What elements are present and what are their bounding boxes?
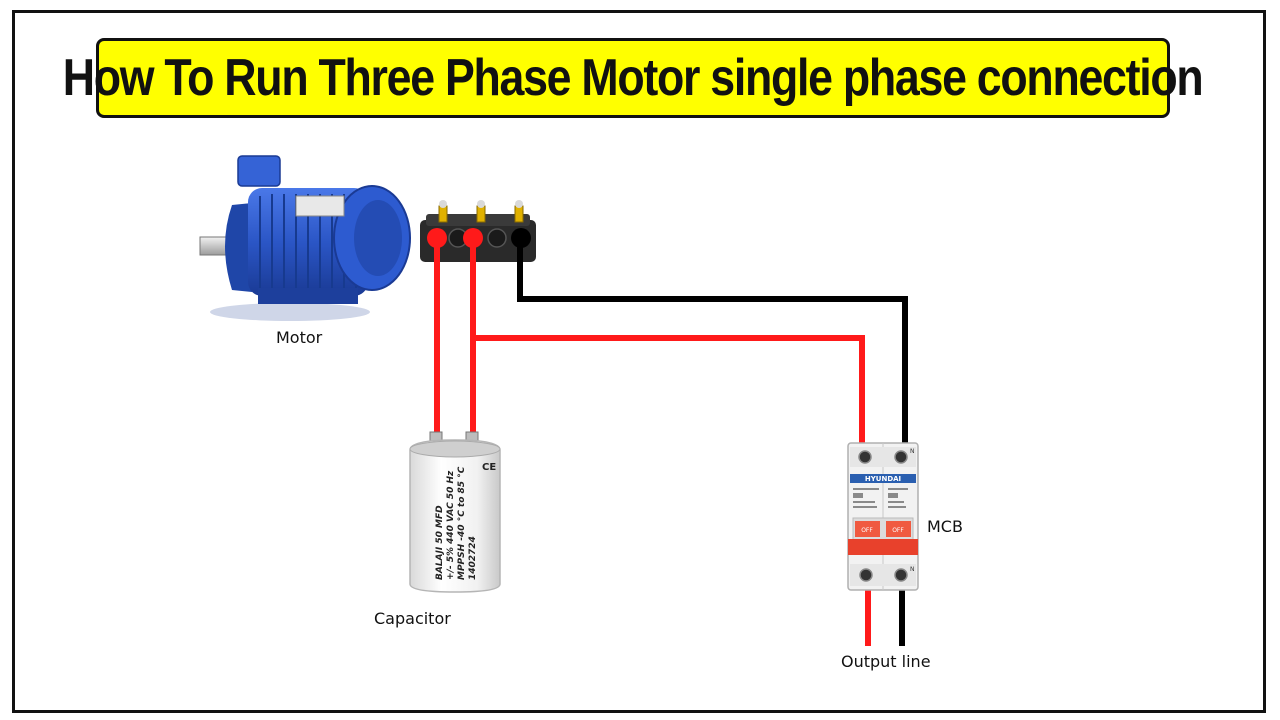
diagram-frame — [12, 10, 1266, 713]
capacitor-body — [409, 439, 501, 593]
mcb-label: MCB — [927, 517, 963, 536]
mcb-screw-bottom-left — [859, 568, 873, 582]
capacitor-ce-mark: CE — [482, 462, 496, 473]
mcb-screw-top-left — [858, 450, 872, 464]
terminal-dot-left — [427, 228, 447, 248]
motor-nameplate — [295, 195, 345, 217]
mcb-off-left: OFF — [861, 527, 873, 534]
mcb-brand: HYUNDAI — [865, 475, 901, 483]
capacitor-print-line-4: 1402724 — [468, 536, 478, 580]
wires — [434, 238, 908, 646]
motor-terminal-box — [237, 155, 281, 187]
motor-fan-cap — [354, 200, 402, 276]
motor-feet — [258, 288, 358, 304]
motor-front-bell — [225, 203, 252, 292]
terminal-dot-right — [511, 228, 531, 248]
capacitor-print-line-2: +/- 5% 440 VAC 50 Hz — [446, 470, 456, 580]
mcb-fine-print — [853, 488, 908, 508]
capacitor-image: CE BALAJI 50 MFD +/- 5% 440 VAC 50 Hz MP… — [409, 431, 501, 593]
live-wire-to-mcb — [473, 335, 865, 456]
neutral-wire-to-mcb — [517, 240, 908, 456]
mcb-label-n-top: N — [910, 448, 915, 455]
motor-label: Motor — [276, 328, 323, 347]
output-line-label: Output line — [841, 652, 931, 671]
capacitor-print-line-3: MPPSH -40 °C to 85 °C — [457, 466, 467, 580]
motor-shadow — [210, 303, 370, 321]
mcb-label-n-bottom: N — [910, 566, 915, 573]
mcb-image: N HYUNDAI OFF OFF N — [847, 442, 919, 591]
motor-image — [199, 155, 411, 321]
mcb-screw-bottom-right — [894, 568, 908, 582]
capacitor-top — [409, 440, 501, 458]
mcb-toggle — [848, 539, 918, 555]
capacitor-label: Capacitor — [374, 609, 451, 628]
mcb-screw-top-right — [894, 450, 908, 464]
title-banner: How To Run Three Phase Motor single phas… — [63, 38, 1204, 118]
capacitor-print-line-1: BALAJI 50 MFD — [435, 505, 445, 580]
mcb-off-right: OFF — [892, 527, 904, 534]
terminal-nuts — [439, 200, 523, 208]
capacitor-print: BALAJI 50 MFD +/- 5% 440 VAC 50 Hz MPPSH… — [435, 466, 478, 580]
mcb-brand-strip — [850, 474, 916, 483]
terminal-dot-middle — [463, 228, 483, 248]
page-title: How To Run Three Phase Motor single phas… — [63, 49, 1204, 107]
